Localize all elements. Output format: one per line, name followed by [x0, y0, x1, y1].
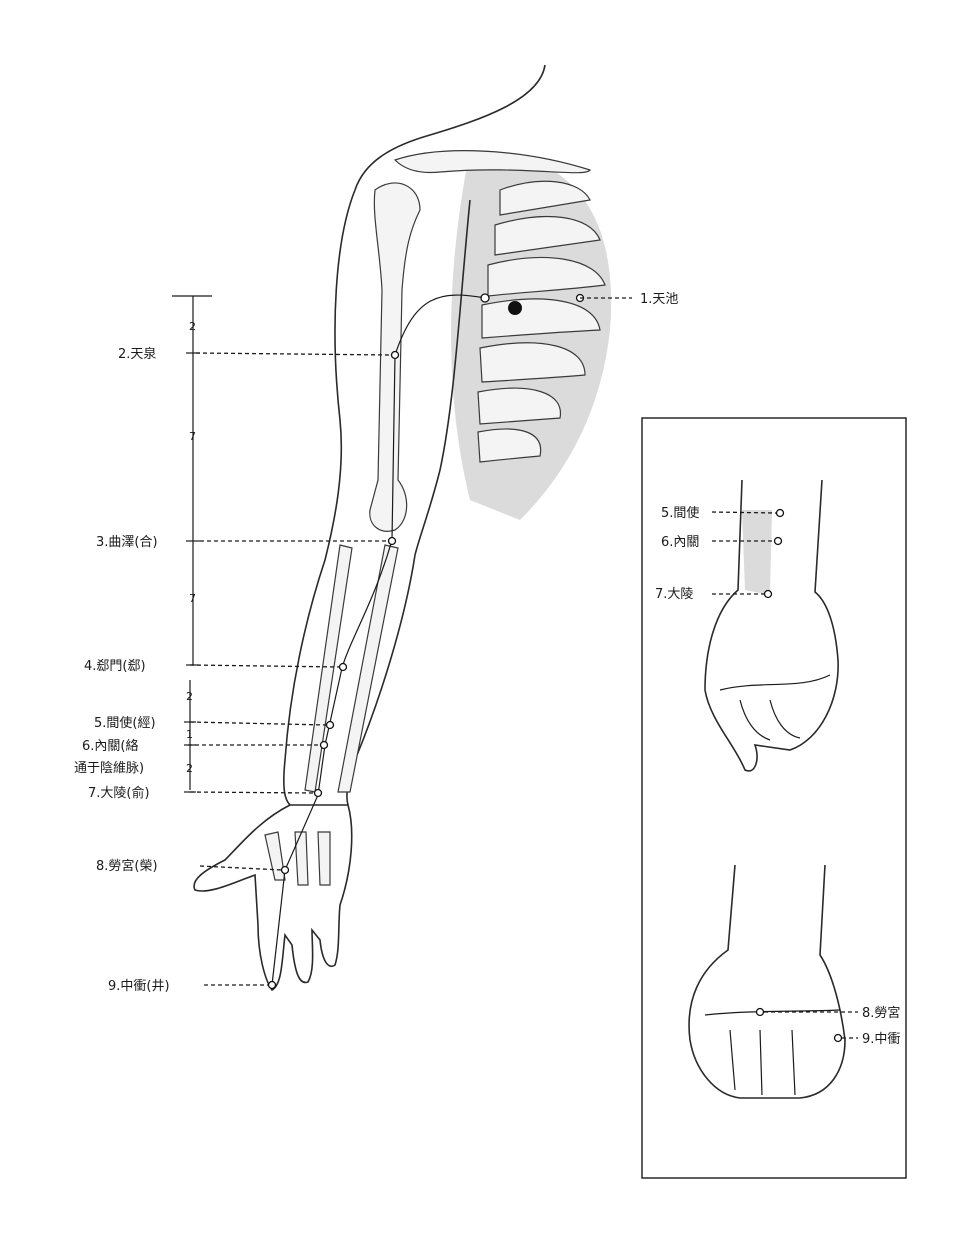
label-jianshi: 5.間使(經): [94, 715, 156, 731]
inset-label-jianshi: 5.間使: [661, 505, 699, 521]
inset-panel: 5.間使 6.內關 7.大陵 8.勞宮 9.中衝: [642, 418, 906, 1178]
arm-illustration: [194, 65, 611, 990]
scale-number: 1: [186, 728, 193, 741]
inset-fist-lower: 8.勞宮 9.中衝: [689, 865, 900, 1098]
label-tianchi: 1.天池: [640, 292, 678, 307]
cun-scale: 2 7 7 2 1 2: [172, 296, 212, 792]
scale-number: 2: [186, 762, 193, 775]
label-neiguan-cont: 通于陰維脉): [74, 761, 144, 776]
label-tianquan: 2.天泉: [118, 346, 156, 362]
inset-fist-upper: 5.間使 6.內關 7.大陵: [655, 480, 838, 771]
scale-number: 2: [189, 320, 196, 333]
inset-label-daling: 7.大陵: [655, 587, 693, 602]
inset-label-zhongchong: 9.中衝: [862, 1032, 900, 1047]
inset-label-neiguan: 6.內關: [661, 535, 699, 550]
label-laogong: 8.勞宮(榮): [96, 858, 158, 874]
scale-number: 2: [186, 690, 193, 703]
label-zhongchong: 9.中衝(井): [108, 979, 170, 994]
inset-label-laogong: 8.勞宮: [862, 1005, 900, 1021]
label-neiguan: 6.內關(絡: [82, 738, 138, 754]
label-ximen: 4.郄門(郄): [84, 659, 146, 674]
scale-number: 7: [189, 430, 196, 443]
label-quze: 3.曲澤(合): [96, 535, 158, 550]
scale-number: 7: [189, 592, 196, 605]
label-daling: 7.大陵(俞): [88, 785, 150, 801]
